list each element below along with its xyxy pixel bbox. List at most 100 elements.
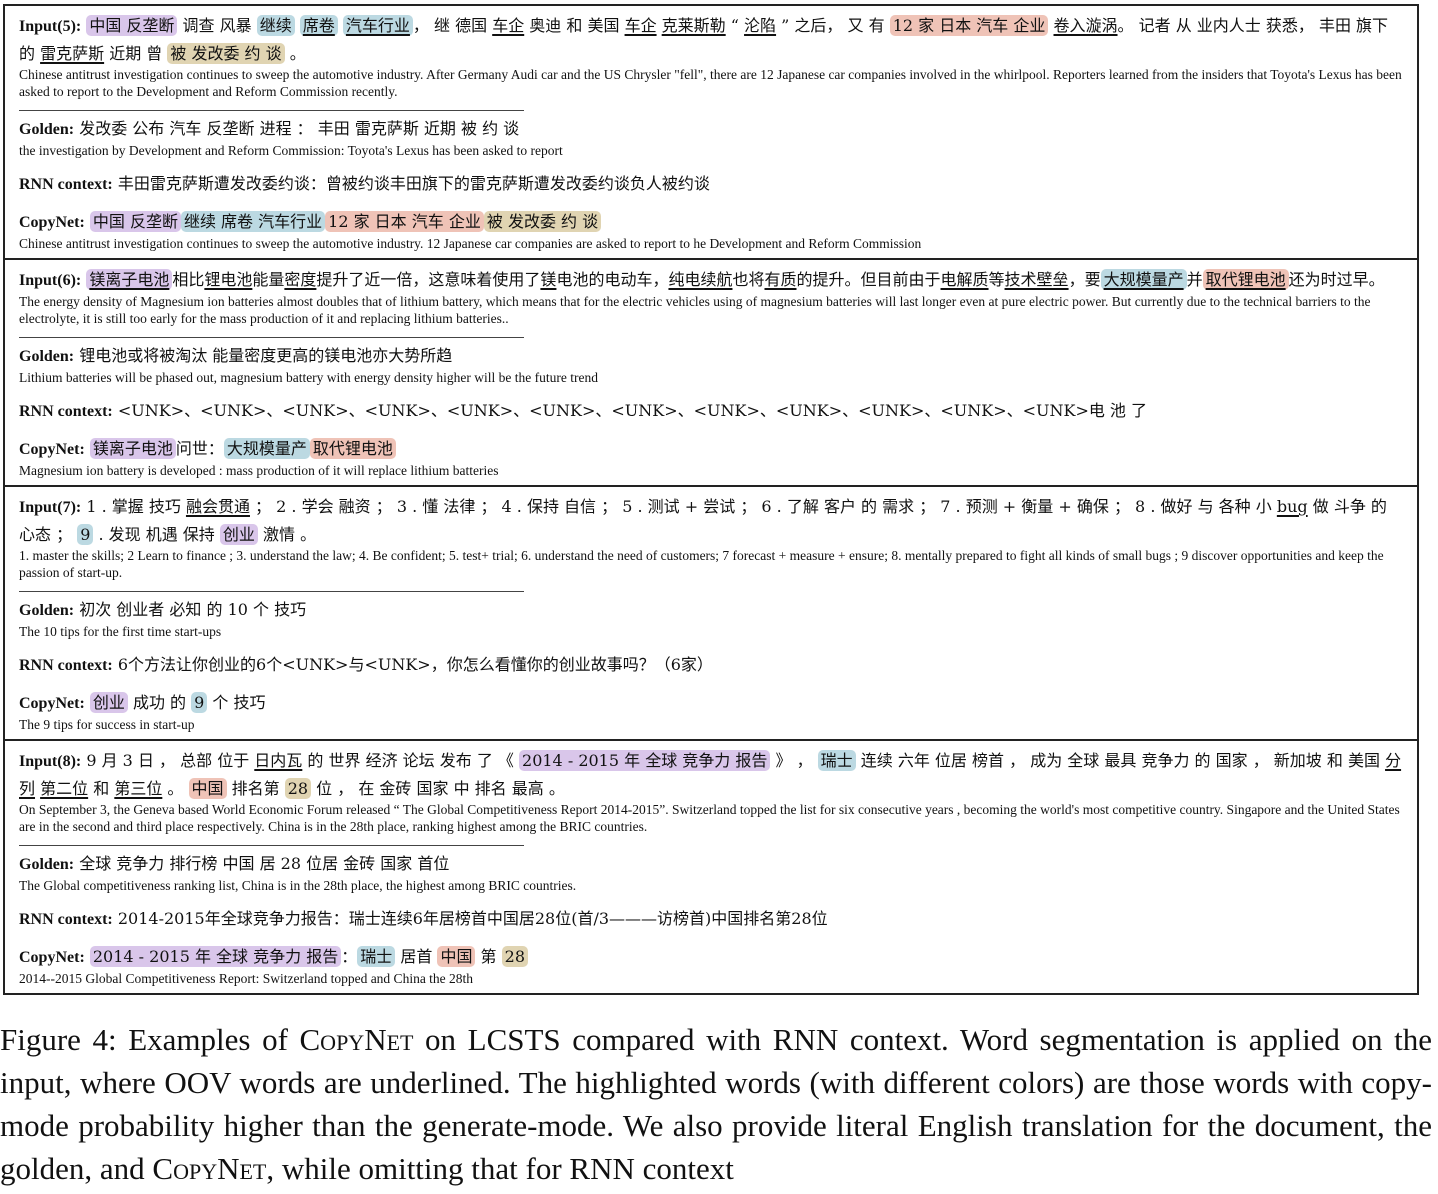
text-segment: ； 2 . 学会 融资 ； 3 . 懂 法律 ； 4 . 保持 自信 ； 5 .… (249, 497, 1277, 516)
golden-translation: Lithium batteries will be phased out, ma… (19, 370, 598, 385)
copynet-label: CopyNet: (19, 948, 85, 966)
rnn-text: 6个方法让你创业的6个<UNK>与<UNK>，你怎么看懂你的创业故事吗？（6家） (117, 654, 713, 674)
text-segment: ， 继 德国 (412, 16, 493, 35)
oov-word: 日内瓦 (254, 751, 303, 770)
text-segment: 近期 曾 (104, 44, 168, 63)
oov-word: 车企 (492, 16, 525, 35)
spacer (19, 160, 1403, 170)
caption-middle: on LCSTS compared with RNN context. Word… (0, 1022, 1432, 1186)
text-segment: 电池的电动车， (556, 270, 669, 289)
rnn-label: RNN context: (19, 910, 113, 928)
golden-line: Golden: 全球 竞争力 排行榜 中国 居 28 位居 金砖 国家 首位 (19, 850, 1403, 878)
golden-translation: the investigation by Development and Ref… (19, 143, 563, 158)
spacer (19, 895, 1403, 905)
oov-word: 雷克萨斯 (40, 44, 105, 63)
oov-word: 融会贯通 (185, 497, 250, 516)
text-segment: 位 ， 在 金砖 国家 中 排名 最高 。 (311, 779, 565, 798)
oov-word: 分列 (19, 751, 1402, 798)
highlighted-word: 大规模量产 (1100, 269, 1187, 290)
separator-line (19, 337, 524, 338)
separator-line (19, 845, 524, 846)
oov-word: 锂电池 (204, 270, 253, 289)
text-segment: 排名第 (226, 779, 285, 798)
figure-4: Input(5): 中国 反垄断 调查 风暴 继续 席卷 汽车行业， 继 德国 … (3, 4, 1419, 995)
input-translation: On September 3, the Geneva based World E… (19, 802, 1400, 834)
highlighted-word: 中国 反垄断 (86, 15, 178, 36)
golden-label: Golden: (19, 348, 75, 365)
figure-caption: Figure 4: Examples of CopyNet on LCSTS c… (0, 1018, 1432, 1190)
highlighted-word: 瑞士 (817, 750, 856, 771)
text-segment: 还为时过早。 (1288, 270, 1385, 289)
input-label: Input(6): (19, 272, 82, 289)
text-segment: 和 (88, 779, 115, 798)
text-segment: . 发现 机遇 保持 (93, 525, 220, 544)
highlighted-word: 创业 (89, 691, 128, 713)
text-segment: 。 (162, 779, 189, 798)
highlighted-word: 大规模量产 (223, 437, 310, 459)
oov-word: 镁 (540, 270, 557, 289)
golden-translation: The 10 tips for the first time start-ups (19, 624, 222, 639)
copynet-line: CopyNet: 2014 - 2015 年 全球 竞争力 报告：瑞士 居首 中… (19, 943, 1403, 971)
caption-copynet: CopyNet (299, 1022, 414, 1057)
text-segment: ： (341, 946, 358, 966)
rnn-line: RNN context: 丰田雷克萨斯遭发改委约谈：曾被约谈丰田旗下的雷克萨斯遭… (19, 170, 1403, 198)
input-line: Input(7): 1 . 掌握 技巧 融会贯通 ； 2 . 学会 融资 ； 3… (19, 493, 1403, 548)
text-segment: 奥迪 和 美国 (524, 16, 625, 35)
highlighted-word: 瑞士 (357, 945, 396, 967)
oov-word: 纯电续航 (668, 270, 733, 289)
text-segment: 激情 。 (257, 525, 317, 544)
copynet-line: CopyNet: 创业 成功 的 9 个 技巧 (19, 689, 1403, 717)
input-line: Input(5): 中国 反垄断 调查 风暴 继续 席卷 汽车行业， 继 德国 … (19, 12, 1403, 67)
text-segment: 1 . 掌握 技巧 (86, 497, 186, 516)
rnn-line: RNN context: 2014-2015年全球竞争力报告：瑞士连续6年居榜首… (19, 905, 1403, 933)
highlighted-word: 被 发改委 约 谈 (483, 210, 602, 232)
highlighted-word: 取代锂电池 (309, 437, 396, 459)
oov-word: 电解质 (940, 270, 989, 289)
example-panel-7: Input(7): 1 . 掌握 技巧 融会贯通 ； 2 . 学会 融资 ； 3… (3, 487, 1419, 741)
highlighted-word: 继续 (256, 15, 295, 36)
highlighted-word: 中国 (437, 945, 476, 967)
text-segment: 提升了近一倍，这意味着使用了 (316, 270, 541, 289)
rnn-text: 2014-2015年全球竞争力报告：瑞士连续6年居榜首中国居28位(首/3———… (117, 908, 828, 928)
oov-word: 第二位 (40, 779, 89, 798)
input-translation: The energy density of Magnesium ion batt… (19, 294, 1371, 326)
input-translation: Chinese antitrust investigation continue… (19, 67, 1402, 99)
text-segment: 相比 (172, 270, 205, 289)
example-panel-6: Input(6): 镁离子电池相比锂电池能量密度提升了近一倍，这意味着使用了镁电… (3, 260, 1419, 487)
copynet-label: CopyNet: (19, 213, 85, 231)
input-line: Input(6): 镁离子电池相比锂电池能量密度提升了近一倍，这意味着使用了镁电… (19, 266, 1403, 294)
text-segment: 》 ， (770, 751, 818, 770)
golden-text: 锂电池或将被淘汰 能量密度更高的镁电池亦大势所趋 (79, 346, 453, 365)
spacer (19, 933, 1403, 943)
caption-suffix: , while omitting that for RNN context (266, 1151, 734, 1186)
highlighted-word: 12 家 日本 汽车 企业 (889, 15, 1049, 36)
highlighted-word: 2014 - 2015 年 全球 竞争力 报告 (519, 750, 771, 771)
oov-word: 技术壁垒 (1004, 270, 1069, 289)
text-segment: 能量 (252, 270, 285, 289)
highlighted-word: 9 (191, 691, 208, 713)
highlighted-word: 被 发改委 约 谈 (167, 43, 285, 64)
caption-prefix: Figure 4: Examples of (0, 1022, 300, 1057)
text-segment: “ (725, 16, 745, 35)
oov-word: bug (1276, 497, 1308, 516)
copynet-label: CopyNet: (19, 694, 85, 712)
spacer (19, 425, 1403, 435)
highlighted-word: 创业 (219, 524, 258, 545)
highlighted-word: 镁离子电池 (89, 437, 176, 459)
copynet-label: CopyNet: (19, 440, 85, 458)
input-label: Input(7): (19, 499, 82, 516)
text-segment: 问世： (175, 438, 224, 458)
text-segment: 做 斗争 的 心态 ； (19, 497, 1387, 544)
highlighted-word: 汽车行业 (342, 15, 413, 36)
highlighted-word: 9 (77, 524, 94, 545)
spacer (19, 387, 1403, 397)
rnn-label: RNN context: (19, 175, 113, 193)
rnn-text: 丰田雷克萨斯遭发改委约谈：曾被约谈丰田旗下的雷克萨斯遭发改委约谈负人被约谈 (117, 173, 710, 193)
spacer (19, 641, 1403, 651)
oov-word: 沦陷 (744, 16, 777, 35)
oov-word: 有质 (764, 270, 797, 289)
rnn-line: RNN context: 6个方法让你创业的6个<UNK>与<UNK>，你怎么看… (19, 651, 1403, 679)
text-segment: 也将 (732, 270, 765, 289)
oov-word: 车企 (624, 16, 657, 35)
